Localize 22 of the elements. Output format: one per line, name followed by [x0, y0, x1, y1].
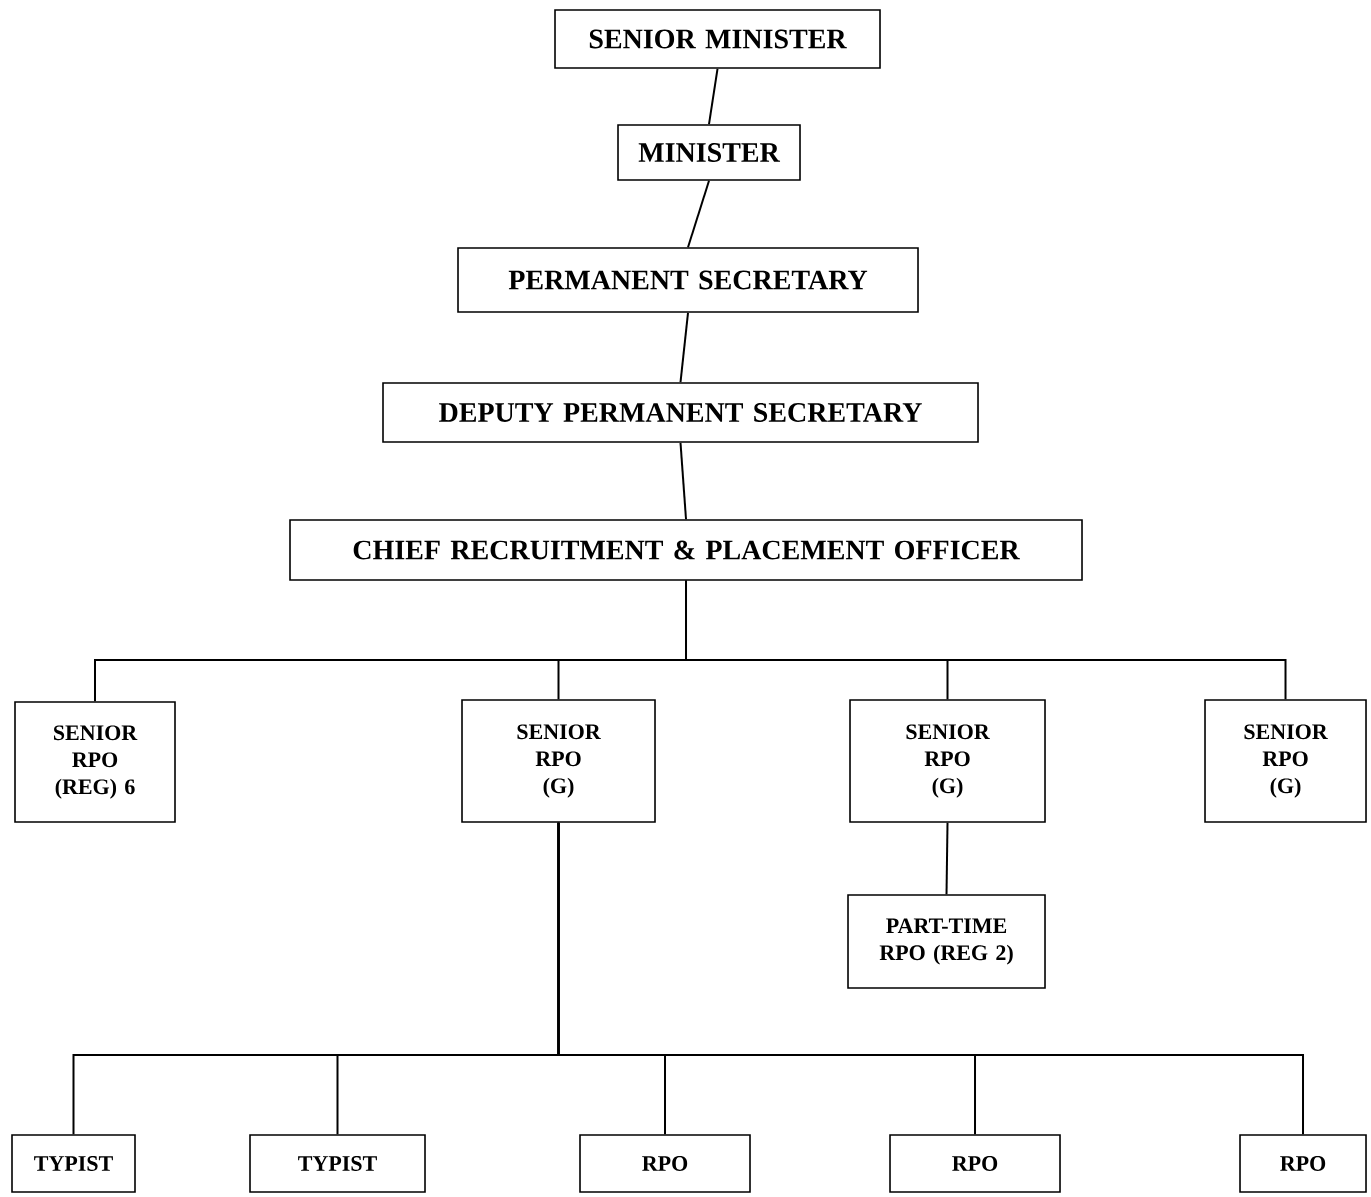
- connector-line: [679, 311, 689, 384]
- connector-line: [687, 179, 710, 249]
- org-box: SENIOR MINISTER: [554, 9, 881, 69]
- connector-line: [679, 441, 687, 521]
- connector-line: [945, 821, 949, 896]
- connector-line: [708, 67, 719, 126]
- org-box: PART-TIME RPO (REG 2): [847, 894, 1046, 989]
- org-box: SENIOR RPO (G): [461, 699, 656, 823]
- org-box: TYPIST: [11, 1134, 136, 1193]
- connector-line: [557, 821, 1304, 1136]
- org-box: SENIOR RPO (REG) 6: [14, 701, 176, 823]
- org-box: TYPIST: [249, 1134, 426, 1193]
- org-box: MINISTER: [617, 124, 801, 181]
- connector-line: [685, 579, 1287, 701]
- org-box: RPO: [579, 1134, 751, 1193]
- org-box: DEPUTY PERMANENT SECRETARY: [382, 382, 979, 443]
- org-box: SENIOR RPO (G): [1204, 699, 1367, 823]
- org-box: SENIOR RPO (G): [849, 699, 1046, 823]
- org-box: RPO: [1239, 1134, 1367, 1193]
- org-box: CHIEF RECRUITMENT & PLACEMENT OFFICER: [289, 519, 1083, 581]
- org-box: RPO: [889, 1134, 1061, 1193]
- org-box: PERMANENT SECRETARY: [457, 247, 919, 313]
